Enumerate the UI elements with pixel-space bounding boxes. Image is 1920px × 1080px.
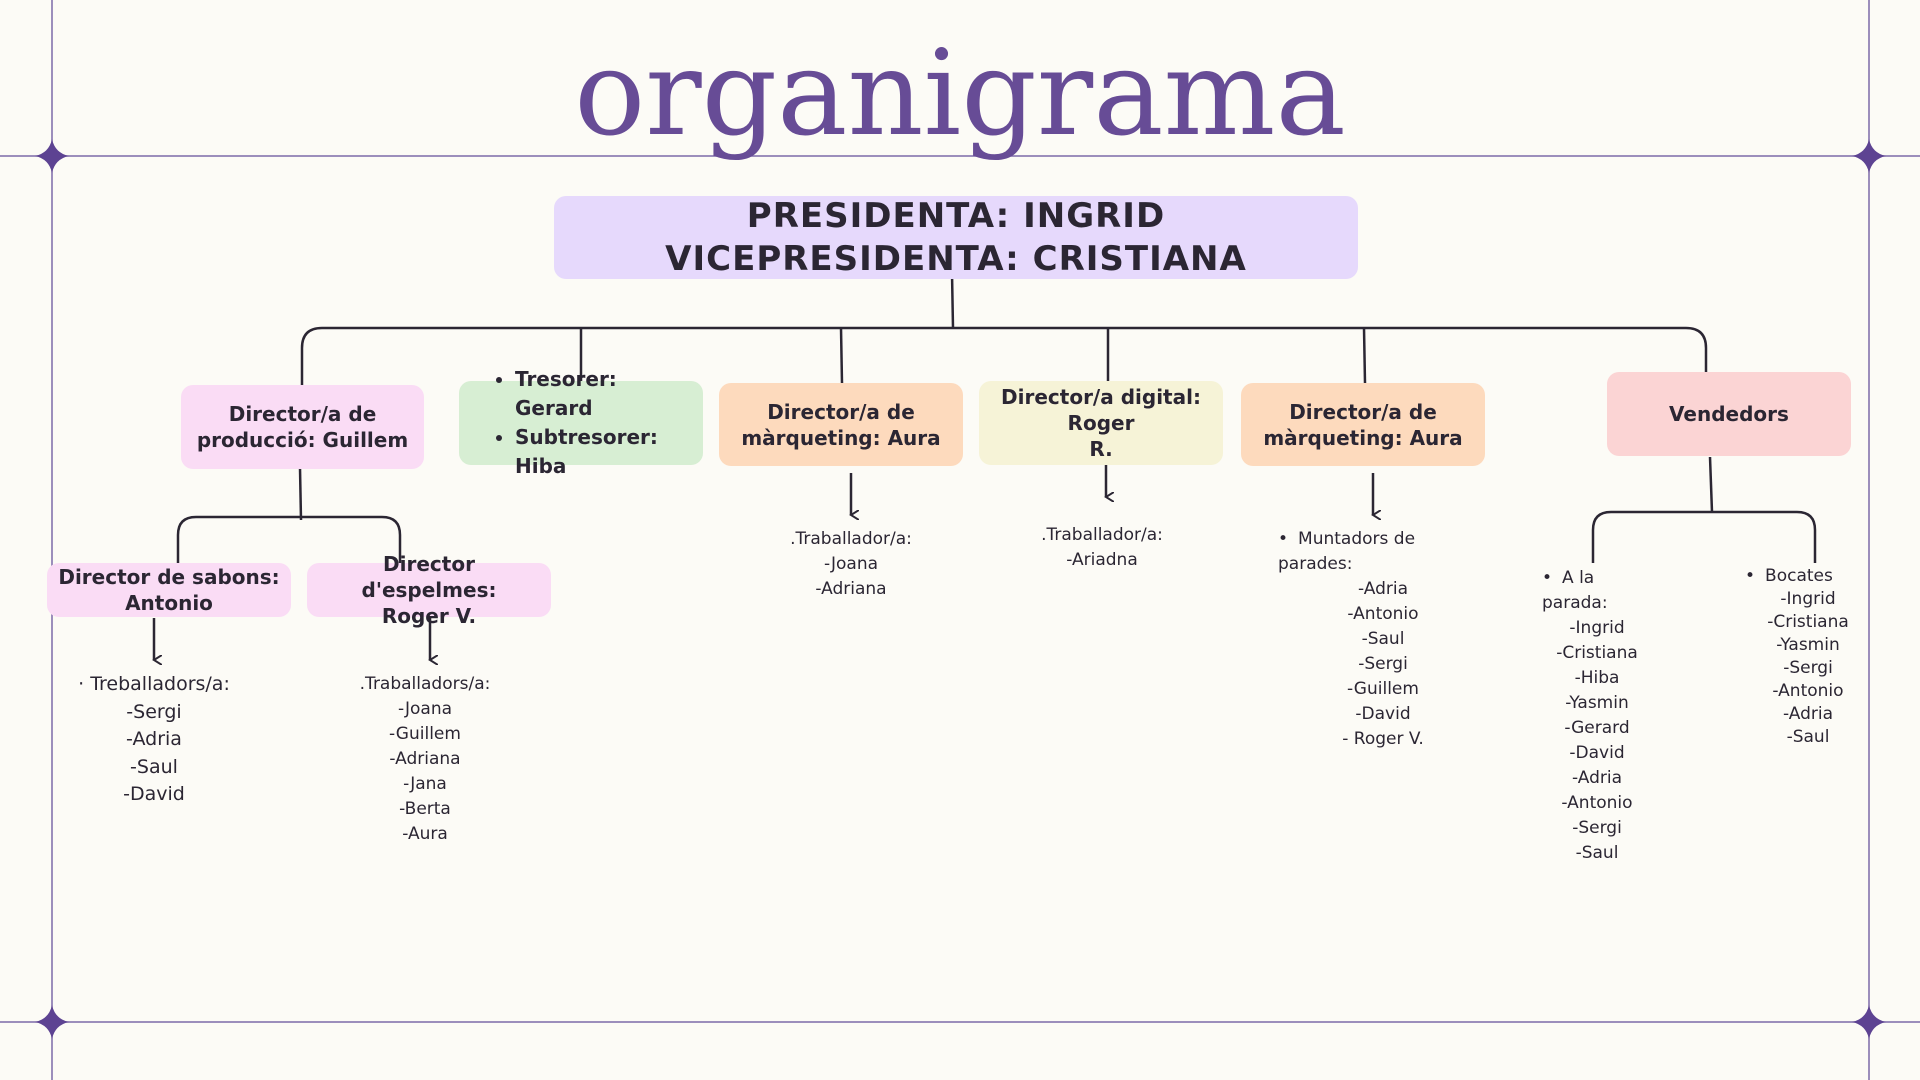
list-bocates: Bocates -Ingrid -Cristiana -Yasmin -Serg… <box>1745 565 1871 749</box>
bocates-names: -Ingrid -Cristiana -Yasmin -Sergi -Anton… <box>1767 589 1849 747</box>
list-parada: A la parada: -Ingrid -Cristiana -Hiba -Y… <box>1542 566 1652 866</box>
parada-header: A la parada: <box>1542 566 1652 616</box>
node-marqueting-1-label: Director/a de màrqueting: Aura <box>741 399 941 450</box>
node-digital: Director/a digital: Roger R. <box>979 381 1223 465</box>
node-sabons-label: Director de sabons: Antonio <box>58 565 280 615</box>
node-espelmes: Director d'espelmes: Roger V. <box>307 552 551 628</box>
arrows <box>154 455 1373 660</box>
corner-stars <box>35 139 1886 1039</box>
node-sabons: Director de sabons: Antonio <box>47 563 291 617</box>
muntadors-header: Muntadors de parades: <box>1278 527 1488 577</box>
bocates-header: Bocates <box>1745 565 1871 588</box>
node-marqueting-2: Director/a de màrqueting: Aura <box>1241 383 1485 466</box>
list-digital: .Traballador/a: -Ariadna <box>1041 525 1163 570</box>
node-marqueting-1: Director/a de màrqueting: Aura <box>719 383 963 466</box>
parada-names: -Ingrid -Cristiana -Hiba -Yasmin -Gerard… <box>1556 618 1638 863</box>
list-espelmes: .Traballadors/a: -Joana -Guillem -Adrian… <box>359 674 491 844</box>
vicepresident-line: VICEPRESIDENTA: CRISTIANA <box>665 238 1247 279</box>
list-sabons: · Treballadors/a: -Sergi -Adria -Saul -D… <box>78 673 230 805</box>
subtresorer-label: Subtresorer: Hiba <box>515 423 697 481</box>
node-produccio: Director/a de producció: Guillem <box>181 385 424 469</box>
page-title: organigrama <box>574 24 1346 162</box>
node-produccio-label: Director/a de producció: Guillem <box>196 402 409 452</box>
list-muntadors: Muntadors de parades: -Adria -Antonio -S… <box>1278 527 1488 752</box>
tree-connectors <box>176 272 1817 565</box>
node-tresoreria: Tresorer: Gerard Subtresorer: Hiba <box>459 367 703 478</box>
node-vendedors: Vendedors <box>1607 372 1851 456</box>
president-box: PRESIDENTA: INGRID VICEPRESIDENTA: CRIST… <box>554 196 1358 279</box>
tresorer-label: Tresorer: Gerard <box>515 365 697 423</box>
node-vendedors-label: Vendedors <box>1669 402 1789 426</box>
node-marqueting-2-label: Director/a de màrqueting: Aura <box>1263 399 1463 450</box>
muntadors-names: -Adria -Antonio -Saul -Sergi -Guillem -D… <box>1342 579 1424 749</box>
node-espelmes-label: Director d'espelmes: Roger V. <box>361 552 497 628</box>
president-line: PRESIDENTA: INGRID <box>746 195 1166 236</box>
node-digital-label: Director/a digital: Roger R. <box>1001 385 1201 461</box>
list-marqueting-1: .Traballador/a: -Joana -Adriana <box>790 529 912 599</box>
